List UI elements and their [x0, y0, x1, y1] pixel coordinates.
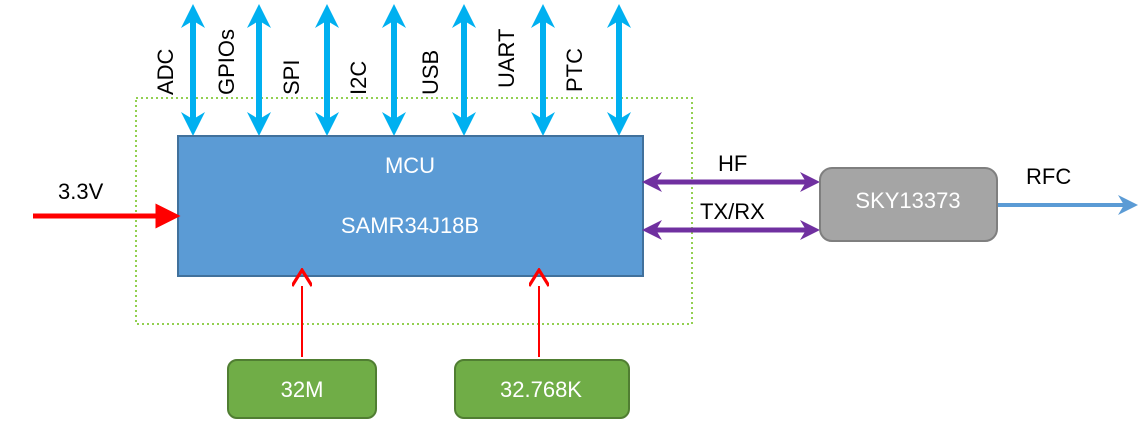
- label-usb: USB: [418, 50, 443, 95]
- mcu-title: MCU: [385, 153, 435, 178]
- rf-link-txrx-label: TX/RX: [700, 199, 765, 224]
- rf-switch-block: [819, 167, 998, 242]
- label-ptc: PTC: [562, 48, 587, 92]
- label-uart: UART: [494, 29, 519, 89]
- mcu-part-number: SAMR34J18B: [341, 213, 479, 238]
- crystal-32768k-label: 32.768K: [500, 377, 582, 402]
- label-spi: SPI: [279, 60, 304, 95]
- module-outline: [135, 97, 693, 325]
- label-i2c: I2C: [346, 61, 371, 95]
- crystal-32m-label: 32M: [281, 377, 324, 402]
- peripheral-labels: ADC GPIOs SPI I2C USB UART PTC: [153, 29, 587, 96]
- crystal-32768k-block: [454, 359, 630, 419]
- label-gpios: GPIOs: [214, 29, 239, 95]
- power-label: 3.3V: [58, 179, 104, 204]
- label-adc: ADC: [153, 48, 178, 95]
- rf-switch-label: SKY13373: [855, 188, 960, 213]
- peripheral-bus-arrows: [181, 3, 631, 136]
- rfc-label: RFC: [1026, 164, 1071, 189]
- rf-link-hf-label: HF: [718, 151, 747, 176]
- crystal-32m-block: [227, 359, 377, 419]
- mcu-block: [177, 135, 644, 277]
